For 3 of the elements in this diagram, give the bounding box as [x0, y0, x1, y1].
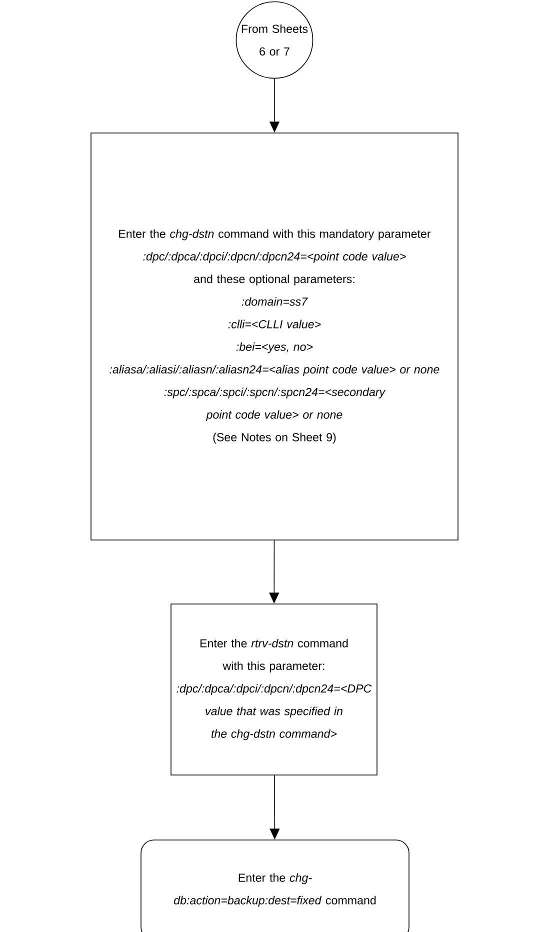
terminal-box: Enter the chg-db:action=backup:dest=fixed command	[140, 840, 410, 932]
process-box: Enter the chg-dstn command with this mandatory parameter :dpc/:dpca/:dpci/:dpcn/:dpcn24=<point code value> and these optional parameters: :domain=ss7 :clli=<CLLI value> :bei=<yes, no> :aliasa/:aliasi/:aliasn/:aliasn24=<alias point code value> or none :spc/:spca/:spci/:spcn/:spcn24=<secondary point code value> or none (See Notes on Sheet 9)	[90, 132, 458, 540]
process-box: Enter the rtrv-dstn command with this parameter: :dpc/:dpca/:dpci/:dpcn/:dpcn24=<DPC value that was specified in the chg-dstn command>	[170, 604, 378, 776]
